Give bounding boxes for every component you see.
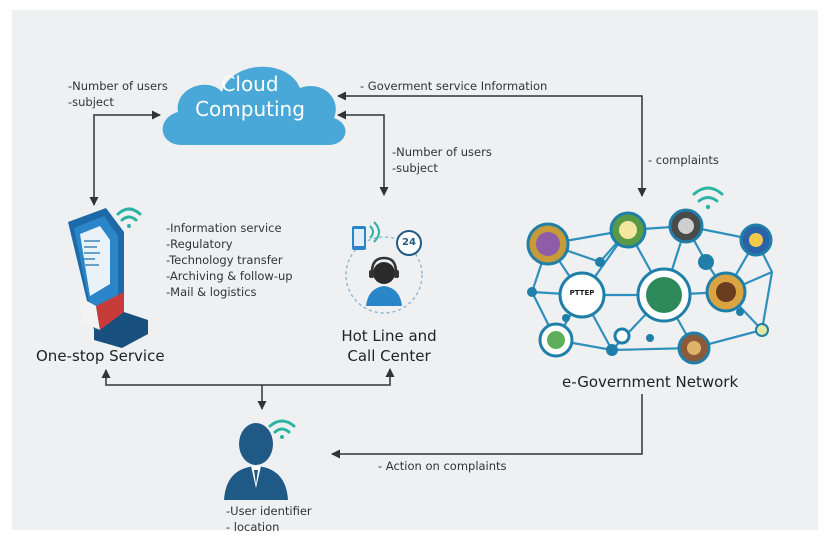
kiosk-icon xyxy=(68,208,148,348)
wifi-icon-network xyxy=(692,186,724,210)
cloud-hotline-edge-label: -Number of users -subject xyxy=(392,145,492,175)
pttep-logo-text: PTTEP xyxy=(569,289,595,297)
onestop-services-list: -Information service -Regulatory -Techno… xyxy=(166,221,293,299)
gov-info-edge-label: - Goverment service Information xyxy=(360,79,548,93)
agency-logo-nodes xyxy=(526,208,773,365)
arrow-cloud-egov xyxy=(337,91,647,197)
hotline-call-center-label: Hot Line and Call Center xyxy=(341,327,437,365)
wifi-icon xyxy=(116,207,142,228)
egov-network-label: e-Government Network xyxy=(562,373,739,391)
arrow-onestop-cloud xyxy=(89,110,161,206)
arrow-onestop-hotline xyxy=(101,368,395,386)
onestop-cloud-edge-label: -Number of users -subject xyxy=(68,79,168,109)
action-complaints-edge-label: - Action on complaints xyxy=(378,459,507,473)
call-center-icon xyxy=(345,221,423,314)
wifi-icon-user xyxy=(268,419,296,439)
cloud-computing-label: Cloud Computing xyxy=(195,72,305,121)
user-icon xyxy=(224,423,288,500)
arrow-egov-user xyxy=(331,394,643,459)
onestop-service-label: One-stop Service xyxy=(36,347,165,365)
user-details-label: -User identifier - location xyxy=(226,504,312,534)
cloud-icon xyxy=(162,66,346,145)
complaints-edge-label: - complaints xyxy=(648,153,719,167)
hotline-24-badge: 24 xyxy=(402,237,416,248)
network-small-nodes xyxy=(527,254,769,356)
arrow-cloud-hotline xyxy=(337,110,389,196)
